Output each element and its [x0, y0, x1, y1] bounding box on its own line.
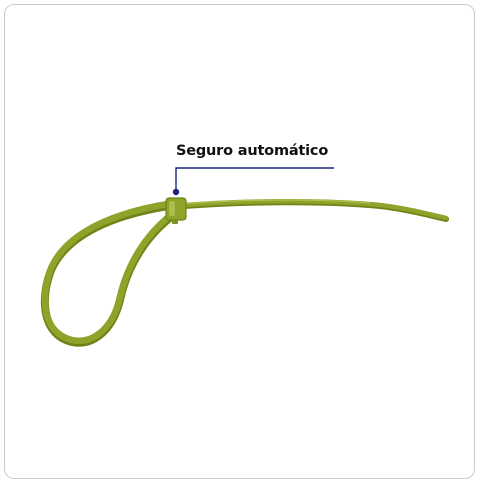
cable-tie-strap — [181, 199, 449, 221]
cable-tie-loop — [41, 200, 179, 344]
callout-dot-icon — [172, 188, 180, 196]
image-frame — [4, 4, 475, 479]
cable-tie-strap-highlight — [187, 199, 371, 205]
cable-tie-lock-tab — [172, 219, 178, 224]
cable-tie-lock-head-highlight — [169, 201, 175, 216]
callout-leader-line — [175, 167, 334, 192]
callout-label: Seguro automático — [176, 143, 329, 159]
